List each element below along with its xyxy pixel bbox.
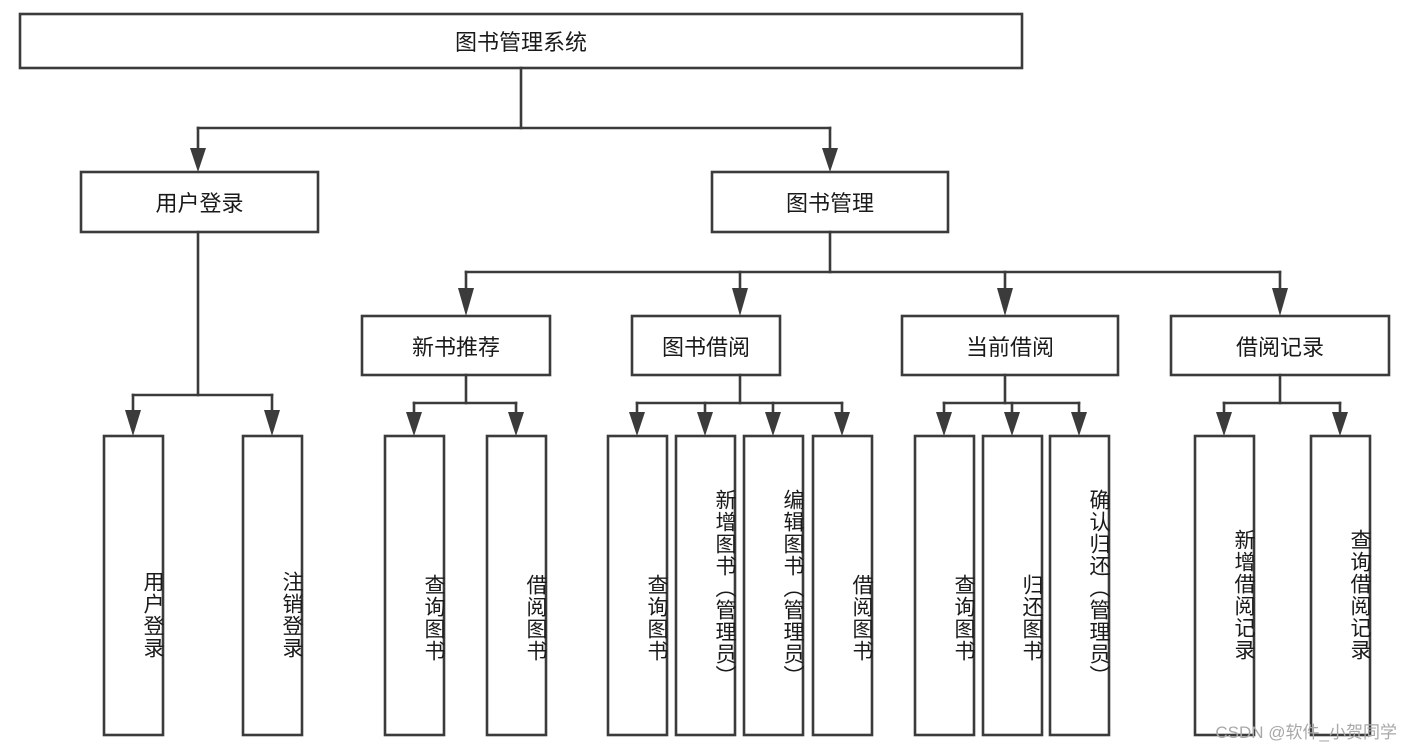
node-root-box[interactable] — [18, 12, 1024, 70]
arrowhead-bm-to-borrow-record — [1272, 288, 1288, 316]
node-leaf-return-book-box[interactable] — [981, 434, 1044, 737]
node-leaf-query-book-3-box[interactable] — [913, 434, 976, 737]
node-leaf-query-record-box[interactable] — [1309, 434, 1372, 737]
node-leaf-borrow-book-1-label: 借阅图书 — [524, 573, 547, 662]
node-root-label: 图书管理系统 — [454, 30, 587, 55]
node-leaf-user-logout-label: 注销登录 — [280, 571, 303, 659]
node-book-borrow-label: 图书借阅 — [661, 334, 750, 360]
node-book-management-label: 图书管理 — [785, 191, 874, 216]
arrowhead-bb-leaf-4 — [834, 412, 850, 436]
node-user-login-box[interactable] — [79, 170, 320, 234]
node-leaf-return-book-label: 归还图书 — [1020, 573, 1043, 662]
node-leaf-query-book-1-label: 查询图书 — [422, 573, 445, 662]
arrowhead-root-to-book-management — [822, 148, 838, 172]
node-user-login-label: 用户登录 — [155, 191, 244, 216]
node-leaf-query-book-2-box[interactable] — [606, 434, 669, 737]
arrowhead-bm-to-new-book-recommend — [458, 288, 474, 316]
node-leaf-query-record-label: 查询借阅记录 — [1348, 529, 1371, 661]
arrowhead-bb-leaf-1 — [629, 412, 645, 436]
arrowhead-cb-leaf-3 — [1071, 412, 1087, 436]
arrowhead-user-login-leaf-2 — [264, 410, 280, 436]
node-leaf-query-book-3-label: 查询图书 — [952, 573, 975, 662]
node-leaf-add-record-label: 新增借阅记录 — [1232, 529, 1255, 661]
arrowhead-nbr-leaf-2 — [508, 412, 524, 436]
node-leaf-edit-book-label: 编辑图书（管理员） — [781, 489, 804, 687]
arrowhead-root-to-user-login — [190, 148, 206, 172]
arrowhead-bm-to-current-borrow — [997, 288, 1013, 316]
node-new-book-recommend-label: 新书推荐 — [411, 334, 500, 360]
arrowhead-bb-leaf-2 — [697, 412, 713, 436]
arrowhead-br-leaf-1 — [1216, 412, 1232, 436]
arrowhead-user-login-leaf-1 — [125, 410, 141, 436]
arrowhead-cb-leaf-2 — [1004, 412, 1020, 436]
arrowhead-cb-leaf-1 — [936, 412, 952, 436]
arrowhead-nbr-leaf-1 — [406, 412, 422, 436]
node-current-borrow-box[interactable] — [900, 314, 1120, 377]
watermark-label: CSDN @软件_小贺同学 — [1215, 723, 1397, 742]
arrowhead-br-leaf-2 — [1332, 412, 1348, 436]
node-leaf-add-book-box[interactable] — [674, 434, 737, 737]
arrowhead-bm-to-book-borrow — [732, 288, 748, 316]
node-new-book-recommend-box[interactable] — [360, 314, 552, 377]
node-borrow-record-label: 借阅记录 — [1235, 334, 1324, 360]
node-leaf-confirm-return-box[interactable] — [1048, 434, 1111, 737]
node-leaf-user-logout-box[interactable] — [241, 434, 304, 737]
node-leaf-query-book-2-label: 查询图书 — [645, 573, 668, 662]
node-leaf-edit-book-box[interactable] — [742, 434, 805, 737]
node-book-borrow-box[interactable] — [630, 314, 782, 377]
node-leaf-borrow-book-2-box[interactable] — [811, 434, 874, 737]
node-leaf-borrow-book-1-box[interactable] — [485, 434, 548, 737]
node-leaf-user-login-box[interactable] — [102, 434, 165, 737]
arrowhead-bb-leaf-3 — [765, 412, 781, 436]
node-leaf-query-book-1-box[interactable] — [383, 434, 446, 737]
node-current-borrow-label: 当前借阅 — [965, 334, 1054, 360]
node-book-management-box[interactable] — [710, 170, 950, 234]
node-leaf-add-book-label: 新增图书（管理员） — [713, 489, 736, 687]
node-leaf-borrow-book-2-label: 借阅图书 — [850, 573, 873, 662]
node-leaf-add-record-box[interactable] — [1193, 434, 1256, 737]
node-leaf-user-login-label: 用户登录 — [141, 571, 164, 659]
node-leaf-confirm-return-label: 确认归还（管理员） — [1087, 489, 1110, 687]
